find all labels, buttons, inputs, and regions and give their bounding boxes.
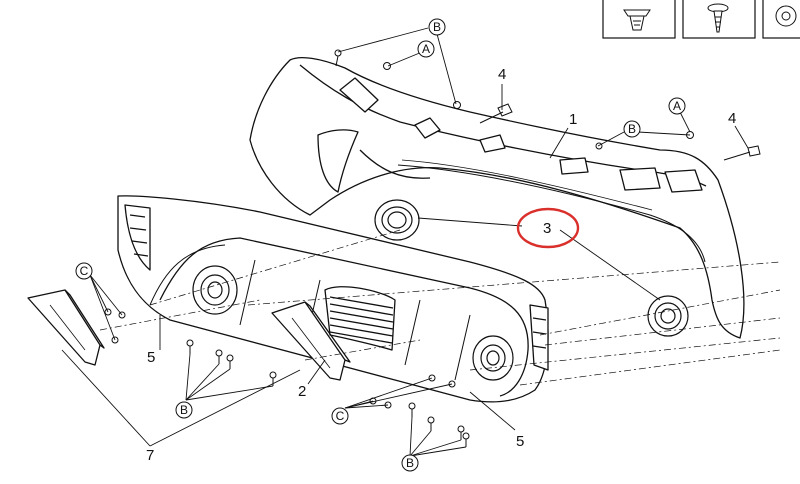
reflector-ring-left [374,199,420,241]
fastener-legend [602,0,800,39]
callout-circle-c2 [331,407,349,425]
assembly-lines [99,229,781,386]
callout-letter-a2: A [673,99,681,113]
callout-letter-c2: C [336,409,345,423]
diffuser-lamp-left [192,265,238,315]
part-number-4-left: 4 [498,66,506,83]
part-number-5-right: 5 [516,433,524,450]
reflector-ring-right [647,295,689,337]
callout-circle-b2 [623,120,641,138]
callout-letter-b3: B [180,403,188,417]
bracket-left [27,289,105,366]
highlighted-callout-3: 3 [516,207,580,249]
part-number-3: 3 [543,220,551,237]
nut-icon [775,5,797,27]
leader-lines [61,27,749,457]
callout-circle-a1 [417,40,435,58]
letter-callouts [75,18,686,472]
part-number-4-right: 4 [728,110,736,127]
part-number-2: 2 [298,383,306,400]
callout-circle-b3 [175,401,193,419]
callout-letter-a1: A [422,42,430,56]
diffuser-lamp-right [472,335,514,381]
part-number-callouts: 1 2 4 4 5 5 7 [146,66,736,464]
callout-letter-c1: C [80,264,89,278]
push-clip-icon [623,9,651,31]
callout-circle-b1 [428,18,446,36]
callout-letter-b1: B [433,20,441,34]
letter-callout-text: B A A B C B C B [80,20,681,470]
callout-circle-b4 [401,454,419,472]
highlight-ellipse [516,207,580,249]
callout-circle-c1 [75,262,93,280]
screw-icon [707,3,729,33]
upper-fasteners [334,49,761,161]
callout-letter-b2: B [628,122,636,136]
callout-circle-a2 [668,97,686,115]
part-number-5-left: 5 [147,349,155,366]
part-number-7: 7 [146,447,154,464]
part-number-1: 1 [569,111,577,128]
bumper-cover [249,57,745,339]
diffuser [117,195,549,403]
callout-letter-b4: B [406,456,414,470]
